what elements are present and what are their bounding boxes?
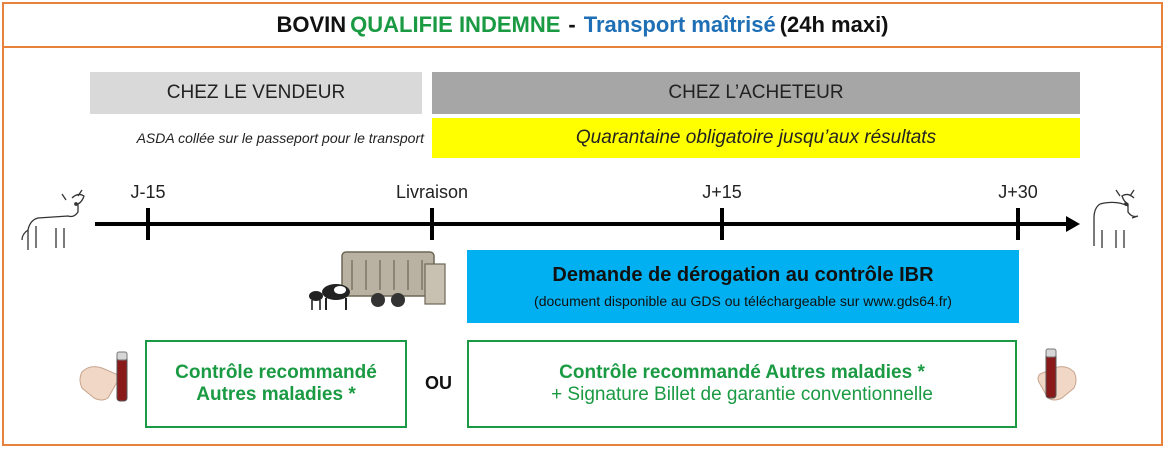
cow-icon [21, 189, 85, 250]
or-label: OU [425, 373, 452, 393]
derogation-box: Demande de dérogation au contrôle IBR (d… [467, 250, 1019, 323]
blood-tube-icon [1037, 348, 1077, 401]
blood-tube-icon [79, 351, 128, 402]
title-part-duration: (24h maxi) [779, 12, 889, 37]
control-left-line2: Autres maladies * [196, 384, 356, 405]
title-banner: BOVIN QUALIFIE INDEMNE - Transport maîtr… [2, 2, 1163, 48]
title-separator: - [568, 12, 576, 37]
tick-label-livraison: Livraison [395, 182, 469, 202]
asda-note: ASDA collée sur le passeport pour le tra… [136, 130, 424, 146]
tick-label-j-15: J-15 [130, 182, 166, 202]
buyer-band: CHEZ L’ACHETEUR [432, 72, 1080, 114]
title-part-transport: Transport maîtrisé [583, 12, 776, 37]
cattle-trailer-icon [309, 251, 446, 310]
quarantine-band: Quarantaine obligatoire jusqu’aux résult… [432, 118, 1080, 158]
control-left-line1: Contrôle recommandé [175, 362, 377, 383]
timeline-arrowhead [1066, 216, 1080, 232]
title-part-bovin: BOVIN [276, 12, 347, 37]
control-box-right: Contrôle recommandé Autres maladies * + … [467, 340, 1017, 428]
seller-band: CHEZ LE VENDEUR [90, 72, 422, 114]
tick-label-j+30: J+30 [998, 182, 1038, 202]
tick-label-j+15: J+15 [702, 182, 742, 202]
control-right-line1: Contrôle recommandé Autres maladies * [559, 362, 925, 383]
control-box-left: Contrôle recommandé Autres maladies * [145, 340, 407, 428]
title-part-qualifie: QUALIFIE INDEMNE [350, 12, 561, 37]
derogation-title: Demande de dérogation au contrôle IBR [552, 264, 934, 286]
derogation-subtitle: (document disponible au GDS ou télécharg… [534, 293, 952, 309]
cow-icon [1093, 189, 1139, 248]
control-right-line2: + Signature Billet de garantie conventio… [551, 384, 933, 405]
